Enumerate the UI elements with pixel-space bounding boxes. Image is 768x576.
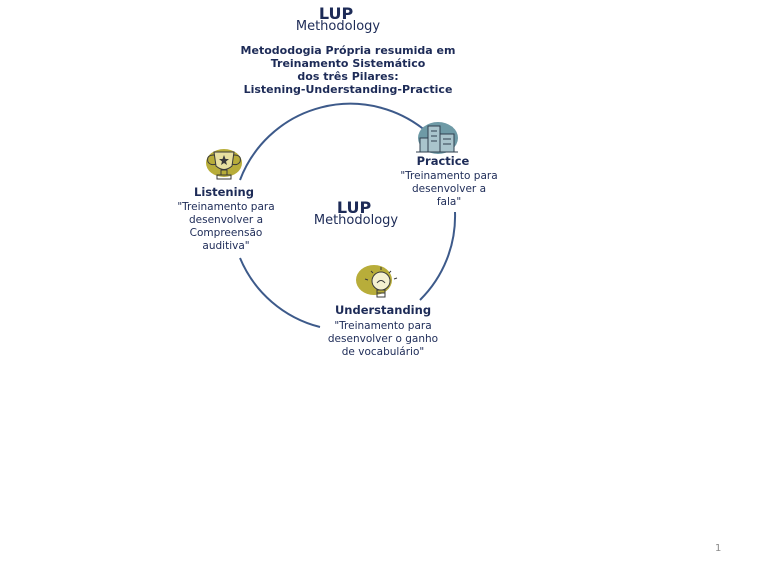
pillar-line: desenvolver a (188, 214, 264, 226)
pillar-line: "Treinamento para (400, 170, 498, 182)
cycle-arc-right (419, 211, 457, 301)
intro-line: Listening-Understanding-Practice (243, 83, 453, 96)
pillar-line: "Treinamento para (334, 320, 432, 332)
cycle-arc-top (239, 102, 428, 181)
pillar-understanding-text: "Treinamento para desenvolver o ganho de… (318, 320, 448, 359)
header-intro: Metododogia Própria resumida em Treiname… (228, 44, 468, 96)
intro-line: Treinamento Sistemático (270, 57, 426, 70)
lightbulb-icon (356, 265, 398, 298)
pillar-understanding-title: Understanding (334, 303, 432, 317)
pillar-line: desenvolver o ganho (327, 333, 439, 345)
pillar-listening-text: "Treinamento para desenvolver a Compreen… (166, 201, 286, 253)
intro-line: Metododogia Própria resumida em (240, 44, 456, 57)
intro-line: dos três Pilares: (297, 70, 399, 83)
pillar-line: desenvolver a (411, 183, 487, 195)
page-number: 1 (715, 543, 722, 554)
pillar-practice-title: Practice (416, 154, 470, 168)
pillar-line: fala" (436, 196, 462, 208)
buildings-icon (416, 122, 458, 154)
center-subtitle: Methodology (313, 213, 399, 228)
pillar-line: auditiva" (202, 240, 250, 252)
cycle-arc-bottom-left (239, 257, 321, 328)
trophy-icon (206, 149, 242, 180)
header-title: LUP (318, 4, 354, 23)
pillar-line: "Treinamento para (177, 201, 275, 213)
pillar-practice-text: "Treinamento para desenvolver a fala" (389, 170, 509, 209)
header-subtitle: Methodology (295, 19, 381, 34)
pillar-line: de vocabulário" (341, 346, 425, 358)
pillar-listening-title: Listening (194, 185, 254, 199)
center-title: LUP (336, 198, 372, 217)
pillar-line: Compreensão (189, 227, 263, 239)
